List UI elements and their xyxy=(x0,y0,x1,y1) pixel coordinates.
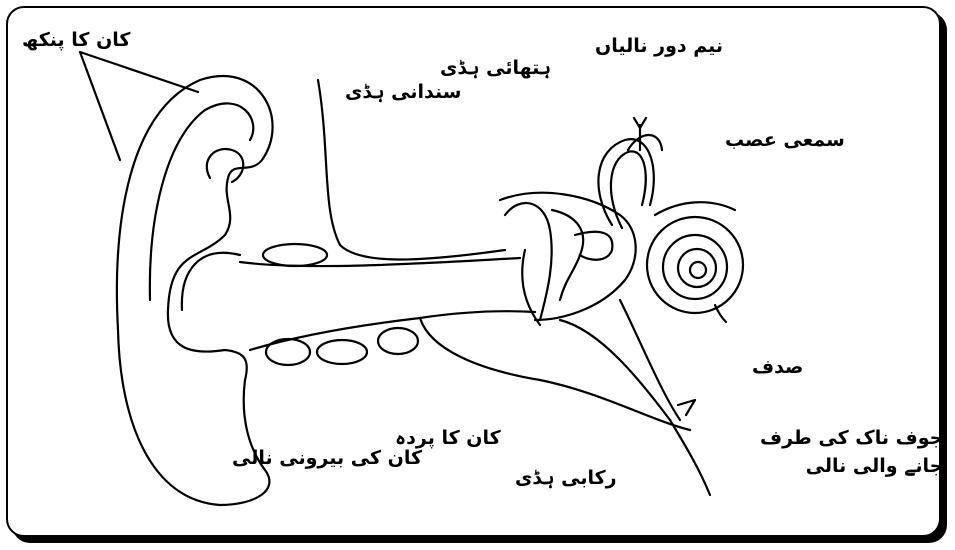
label-eustachian-tube: جوف ناک کی طرف جانے والی نالی xyxy=(760,428,943,478)
lower-bone-outline xyxy=(420,318,690,430)
ear-canal-lower xyxy=(250,311,535,350)
pinna-helix-curl xyxy=(207,149,243,182)
label-auditory-nerve: سمعی عصب xyxy=(725,130,845,152)
label-ear-canal: کان کی بیرونی نالی xyxy=(232,448,422,470)
label-stapes: رکابی ہڈی xyxy=(515,468,617,490)
cochlea-ring-3 xyxy=(678,249,716,287)
label-incus: سندانی ہڈی xyxy=(345,82,461,104)
canal-gland-1 xyxy=(263,244,327,266)
canal-gland-3 xyxy=(317,340,367,364)
canal-gland-4 xyxy=(378,328,418,354)
incus xyxy=(552,210,583,300)
eustachian-tube-lower xyxy=(620,300,680,420)
tube-arrow xyxy=(678,400,695,415)
pinna-pointer-1 xyxy=(80,52,120,160)
label-eustachian-tube-line1: جوف ناک کی طرف xyxy=(760,428,943,450)
pinna-inner-fold xyxy=(150,103,253,300)
semicircular-canal-1b xyxy=(611,151,646,228)
cochlea-pointer xyxy=(715,305,726,322)
eardrum-membrane xyxy=(522,250,540,325)
bone-outline xyxy=(318,80,505,260)
canal-gland-2 xyxy=(266,339,310,365)
cochlea-ring-4 xyxy=(690,262,706,278)
pinna-pointer-2 xyxy=(80,52,198,92)
label-malleus: ہتھائی ہڈی xyxy=(440,58,551,80)
concha xyxy=(182,253,240,310)
label-eustachian-tube-line2: جانے والی نالی xyxy=(760,456,943,478)
auditory-nerve xyxy=(655,202,735,215)
label-semicircular-canals: نیم دور نالیاں xyxy=(595,36,723,58)
label-cochlea: صدف xyxy=(752,357,803,379)
stapes xyxy=(575,232,612,260)
nerve-arrow-head xyxy=(634,118,646,128)
label-pinna: کان کا پنکھ xyxy=(22,30,130,52)
label-eardrum: کان کا پردہ xyxy=(395,428,501,450)
cochlea-ring-2 xyxy=(663,235,727,299)
